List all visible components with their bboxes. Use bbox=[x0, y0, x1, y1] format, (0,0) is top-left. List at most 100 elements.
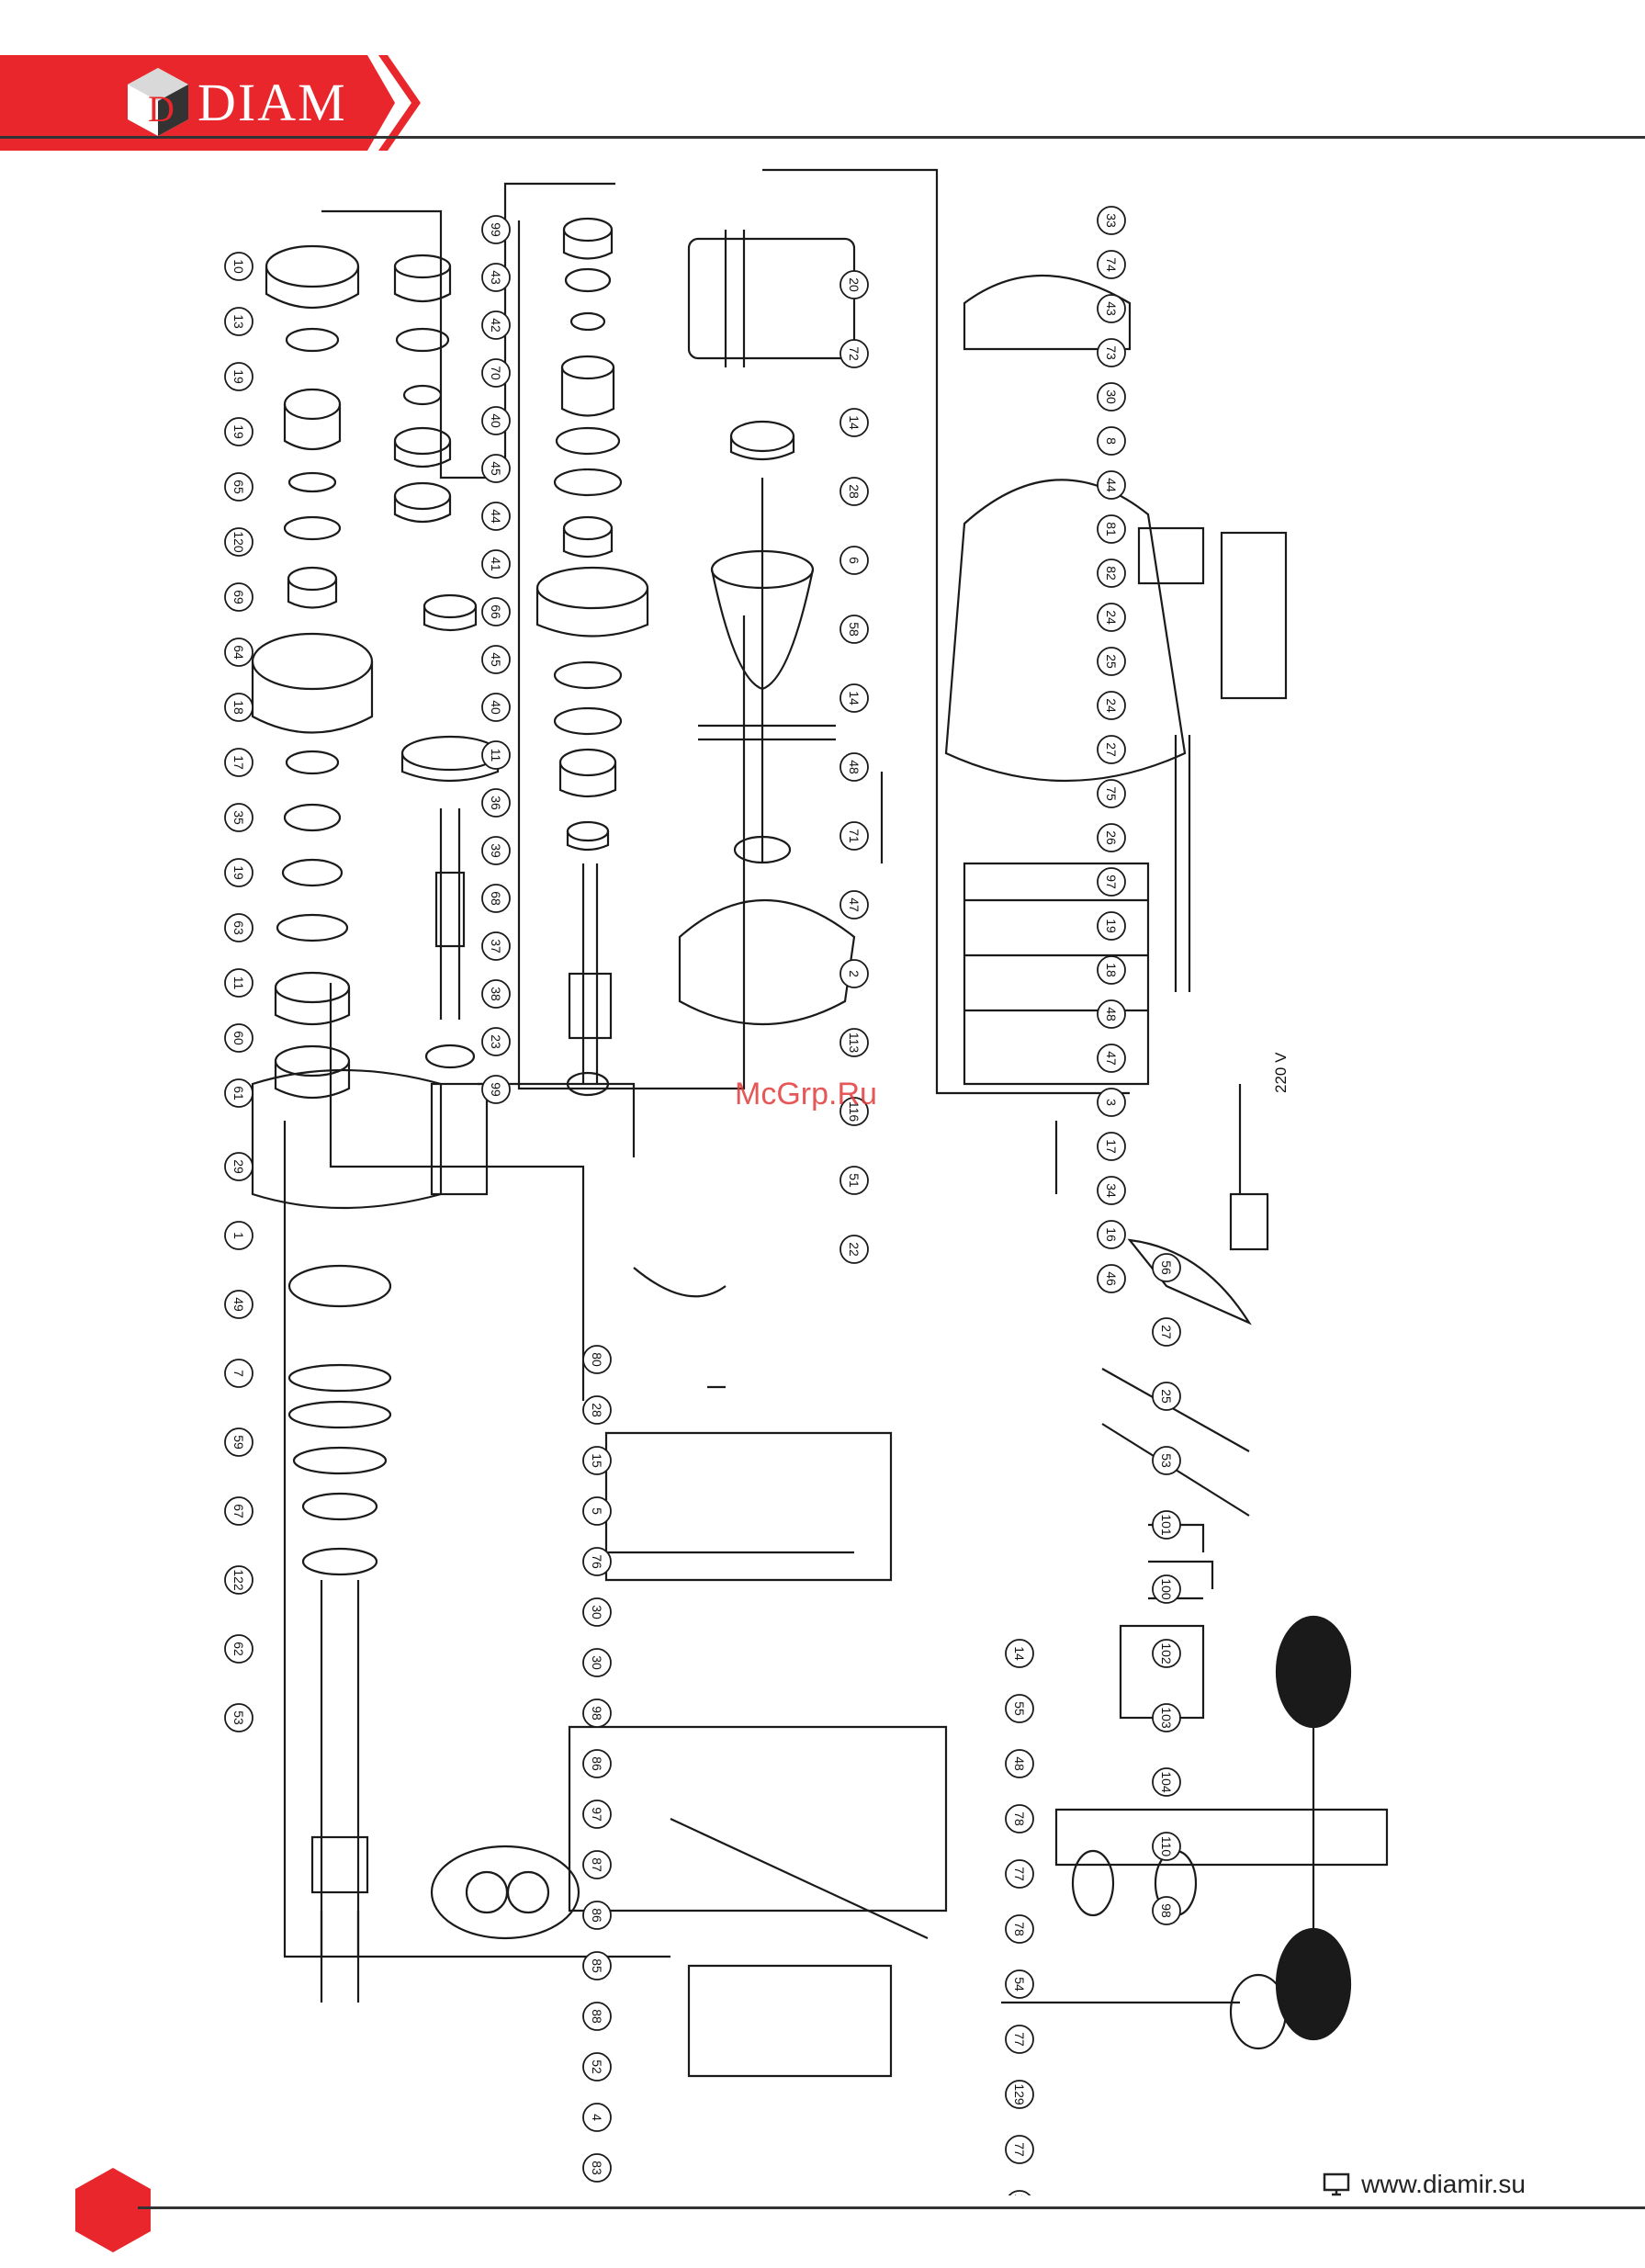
part-number-label: 8 bbox=[1104, 437, 1119, 445]
part-number-label: 101 bbox=[1159, 1514, 1174, 1536]
part-number-label: 78 bbox=[1012, 1811, 1027, 1826]
monitor-icon bbox=[1323, 2172, 1350, 2196]
part-callout-circle bbox=[582, 2103, 612, 2132]
part-number-label: 27 bbox=[1104, 742, 1119, 757]
part-callout-circle bbox=[839, 1028, 869, 1057]
part-callout-circle bbox=[1008, 2190, 1031, 2195]
part-number-label: 34 bbox=[1104, 1183, 1119, 1198]
part-number-label: 83 bbox=[590, 2161, 604, 2175]
part-callout-circle bbox=[1097, 955, 1126, 985]
part-callout-circle bbox=[1097, 559, 1126, 588]
brand-banner bbox=[0, 55, 421, 151]
part-callout-circle bbox=[481, 502, 511, 531]
part-callout-circle bbox=[481, 931, 511, 961]
part-number-label: 102 bbox=[1159, 1642, 1174, 1664]
part-number-label: 81 bbox=[1104, 522, 1119, 536]
part-number-label: 40 bbox=[489, 700, 503, 715]
part-callout-circle bbox=[1097, 206, 1126, 235]
part-callout-circle bbox=[481, 740, 511, 770]
part-callout-circle bbox=[481, 263, 511, 292]
part-number-label: 58 bbox=[847, 622, 862, 637]
part-number-label: 47 bbox=[1104, 1051, 1119, 1066]
part-callout-circle bbox=[224, 362, 254, 391]
part-number-label: 52 bbox=[590, 2059, 604, 2074]
part-number-label: 11 bbox=[231, 976, 246, 990]
part-callout-circle bbox=[1152, 1253, 1181, 1282]
part-number-label: 26 bbox=[1104, 830, 1119, 845]
watermark-text: McGrp.Ru bbox=[735, 1077, 877, 1111]
part-number-label: 72 bbox=[847, 346, 862, 361]
part-callout-circle bbox=[582, 1345, 612, 1374]
part-number-label: 48 bbox=[847, 760, 862, 774]
part-number-label: 44 bbox=[489, 509, 503, 524]
part-callout-circle bbox=[582, 1597, 612, 1627]
part-number-label: 39 bbox=[489, 843, 503, 858]
part-number-label: 45 bbox=[489, 461, 503, 476]
part-callout-circle bbox=[1097, 1044, 1126, 1073]
part-number-label: 45 bbox=[489, 652, 503, 667]
part-callout-circle bbox=[1097, 779, 1126, 808]
part-callout-circle bbox=[481, 310, 511, 340]
part-number-label: 30 bbox=[590, 1655, 604, 1670]
footer-divider bbox=[138, 2206, 1645, 2209]
part-number-label: 129 bbox=[1012, 2083, 1027, 2105]
part-number-label: 67 bbox=[231, 1504, 246, 1518]
part-number-label: 14 bbox=[1012, 1646, 1027, 1661]
part-number-label: 88 bbox=[590, 2009, 604, 2024]
part-callout-circle bbox=[1005, 1859, 1034, 1889]
part-callout-circle bbox=[481, 645, 511, 674]
part-number-label: 103 bbox=[1159, 1707, 1174, 1729]
part-number-label: 20 bbox=[847, 277, 862, 292]
part-number-label: 37 bbox=[489, 939, 503, 953]
part-callout-circle bbox=[582, 1496, 612, 1526]
part-number-label: 28 bbox=[847, 484, 862, 499]
part-number-label: 80 bbox=[590, 1352, 604, 1367]
part-number-label: 40 bbox=[489, 413, 503, 428]
part-callout-circle bbox=[582, 2002, 612, 2031]
part-number-label: 11 bbox=[489, 749, 503, 762]
part-callout-circle bbox=[224, 638, 254, 667]
part-number-label: 19 bbox=[231, 424, 246, 439]
part-number-label: 71 bbox=[847, 829, 862, 843]
part-number-label: 86 bbox=[590, 1756, 604, 1771]
part-number-label: 15 bbox=[590, 1453, 604, 1468]
footer-website[interactable]: www.diamir.su bbox=[1323, 2170, 1526, 2199]
part-callout-circle bbox=[224, 913, 254, 942]
part-callout-circle bbox=[839, 270, 869, 299]
part-callout-circle bbox=[1097, 1088, 1126, 1117]
part-callout-circle bbox=[481, 597, 511, 626]
part-number-label: 68 bbox=[489, 891, 503, 906]
part-callout-circle bbox=[582, 1648, 612, 1677]
part-callout-circle bbox=[1097, 691, 1126, 720]
part-number-label: 120 bbox=[231, 531, 246, 553]
part-callout-circle bbox=[1152, 1574, 1181, 1604]
part-number-label: 104 bbox=[1159, 1771, 1174, 1793]
part-callout-circle bbox=[582, 1698, 612, 1728]
part-callout-circle bbox=[224, 1078, 254, 1108]
part-callout-circle bbox=[582, 1749, 612, 1778]
part-number-label: 54 bbox=[1012, 1977, 1027, 1992]
exploded-parts-diagram: 1013191965120696418173519631160619943427… bbox=[224, 168, 1389, 2195]
part-number-label: 16 bbox=[1104, 1227, 1119, 1242]
part-callout-circle bbox=[1097, 647, 1126, 676]
part-number-label: 97 bbox=[1104, 874, 1119, 889]
part-callout-circle bbox=[481, 215, 511, 244]
part-callout-circle bbox=[224, 1427, 254, 1457]
part-number-label: 10 bbox=[231, 259, 246, 274]
part-number-label: 65 bbox=[231, 480, 246, 494]
part-callout-circle bbox=[224, 1359, 254, 1388]
part-number-label: 2 bbox=[847, 970, 862, 977]
part-number-label: 38 bbox=[489, 987, 503, 1001]
part-number-label: 24 bbox=[1104, 698, 1119, 713]
voltage-label: 220 V bbox=[1272, 1052, 1290, 1093]
part-number-label: 36 bbox=[489, 795, 503, 810]
part-number-label: 47 bbox=[847, 897, 862, 912]
part-number-label: 3 bbox=[1104, 1099, 1119, 1106]
part-callout-circle bbox=[582, 2052, 612, 2082]
part-callout-circle bbox=[224, 307, 254, 336]
part-callout-circle bbox=[839, 959, 869, 988]
part-number-label: 82 bbox=[1104, 566, 1119, 581]
part-callout-circle bbox=[582, 1850, 612, 1879]
part-callout-circle bbox=[839, 1166, 869, 1195]
part-callout-circle bbox=[1152, 1510, 1181, 1540]
